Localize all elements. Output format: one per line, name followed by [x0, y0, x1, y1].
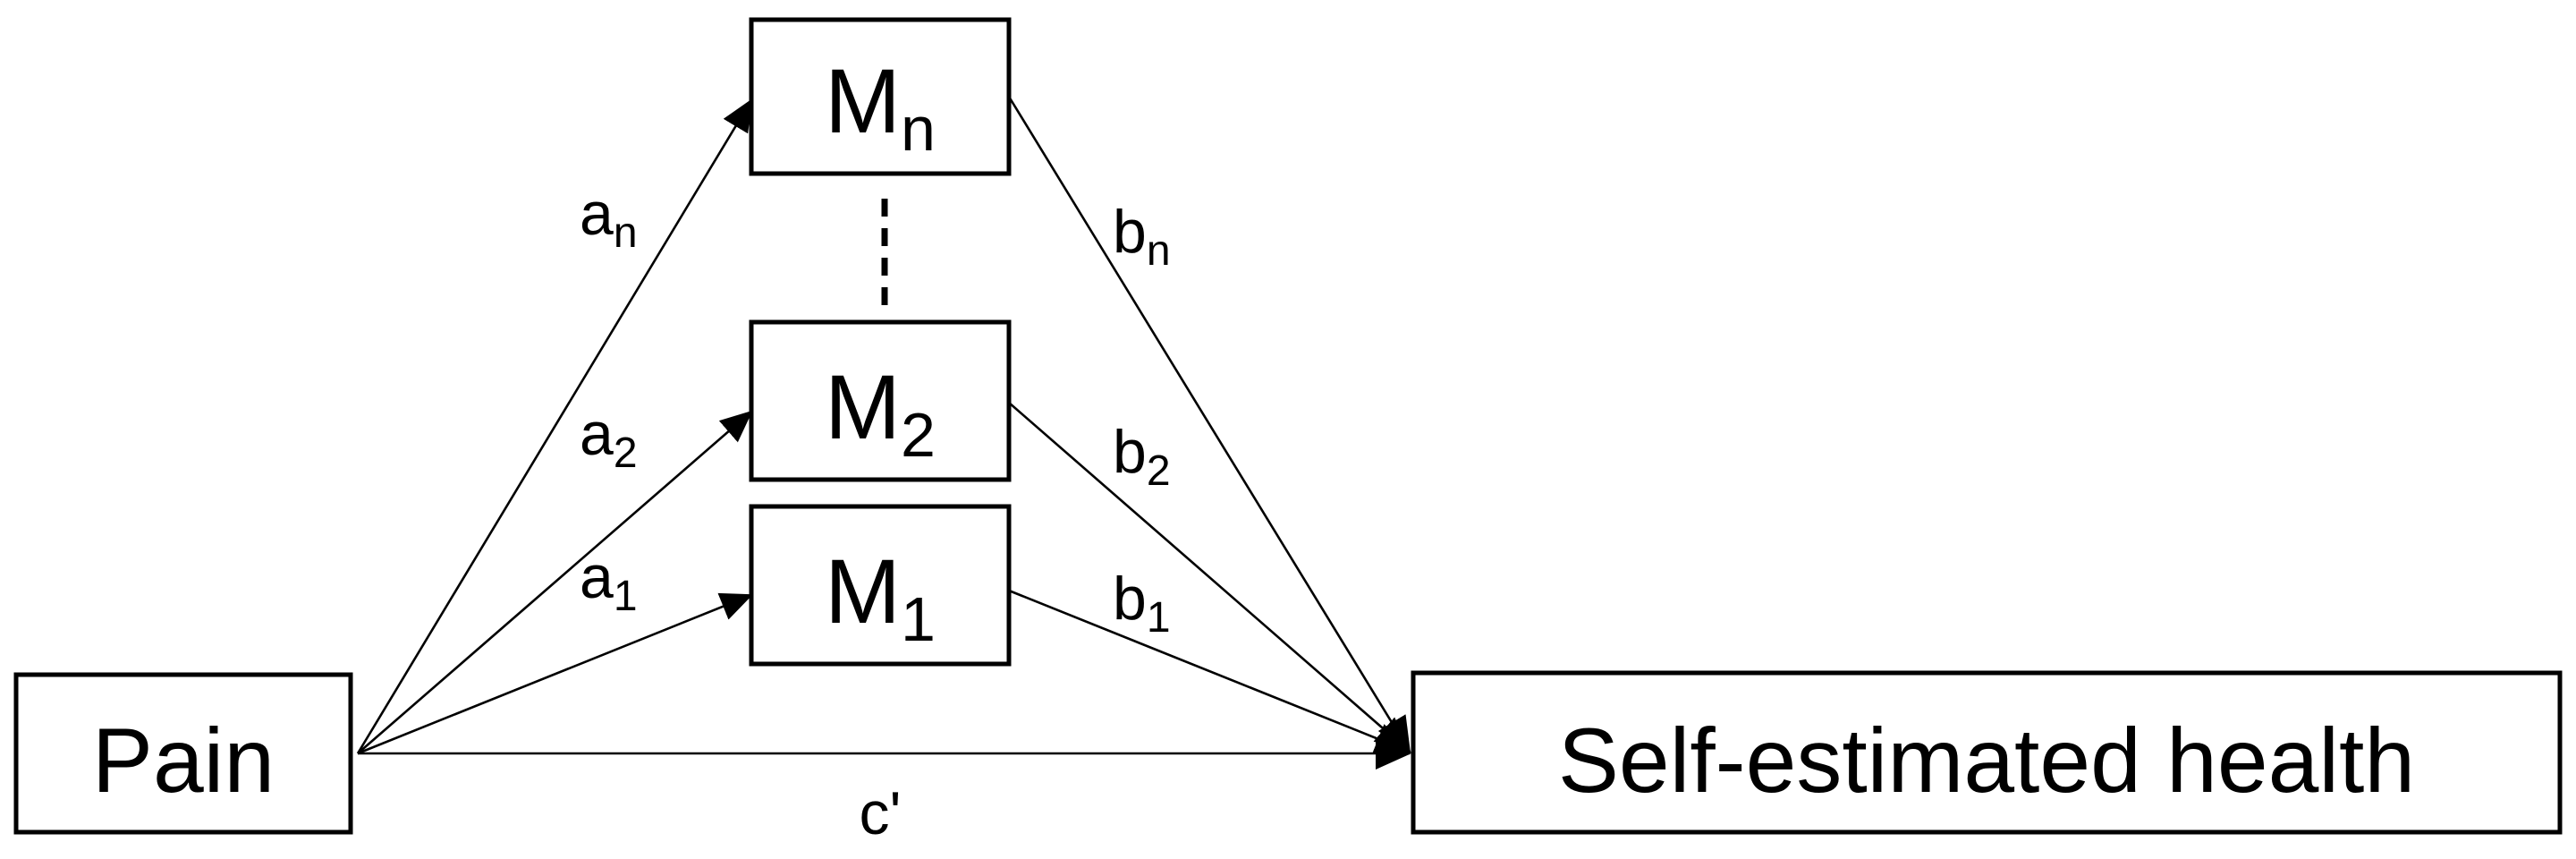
node-subscript: 2 — [901, 400, 936, 470]
path-letter: b — [1113, 198, 1147, 266]
node-label-pain: Pain — [92, 710, 275, 812]
node-box-pain — [13, 672, 353, 835]
node-box-health — [1411, 670, 2563, 835]
node-letter: M — [825, 540, 901, 642]
node-subscript: 1 — [901, 584, 936, 654]
path-label-c-prime: c' — [860, 779, 902, 847]
path-label-bn: bn — [1113, 198, 1171, 275]
path-subscript: n — [1147, 227, 1171, 275]
path-label-a1: a1 — [580, 543, 638, 620]
node-label-m1: M1 — [825, 540, 936, 654]
path-subscript: 1 — [1147, 594, 1171, 642]
node-subscript: n — [901, 94, 936, 164]
path-subscript: 1 — [614, 573, 638, 620]
node-letter: M — [825, 356, 901, 458]
edge-pain-to-m2 — [357, 410, 753, 754]
edge-mn-to-health — [1007, 96, 1411, 753]
node-letter: M — [825, 50, 901, 152]
path-letter: b — [1113, 418, 1147, 486]
node-label-mn: Mn — [825, 50, 936, 164]
path-subscript: 2 — [1147, 447, 1171, 495]
path-label-b2: b2 — [1113, 418, 1171, 495]
path-letter: b — [1113, 565, 1147, 633]
node-label-m2: M2 — [825, 356, 936, 470]
node-box-m2 — [749, 319, 1012, 482]
path-subscript: 2 — [614, 430, 638, 477]
path-letter: a — [580, 543, 614, 611]
edge-m1-to-health — [1008, 589, 1411, 754]
path-label-a2: a2 — [580, 400, 638, 477]
path-label-an: an — [580, 180, 638, 257]
path-letter: a — [580, 400, 614, 468]
path-letter: a — [580, 180, 614, 248]
node-box-m1 — [749, 504, 1012, 667]
path-subscript: n — [614, 209, 638, 257]
path-label-b1: b1 — [1113, 565, 1171, 642]
edge-pain-to-mn — [356, 98, 753, 754]
node-label-health: Self-estimated health — [1558, 710, 2415, 812]
edge-m2-to-health — [1008, 402, 1411, 753]
edge-pain-to-m1 — [357, 592, 753, 755]
node-box-mn — [749, 17, 1012, 176]
